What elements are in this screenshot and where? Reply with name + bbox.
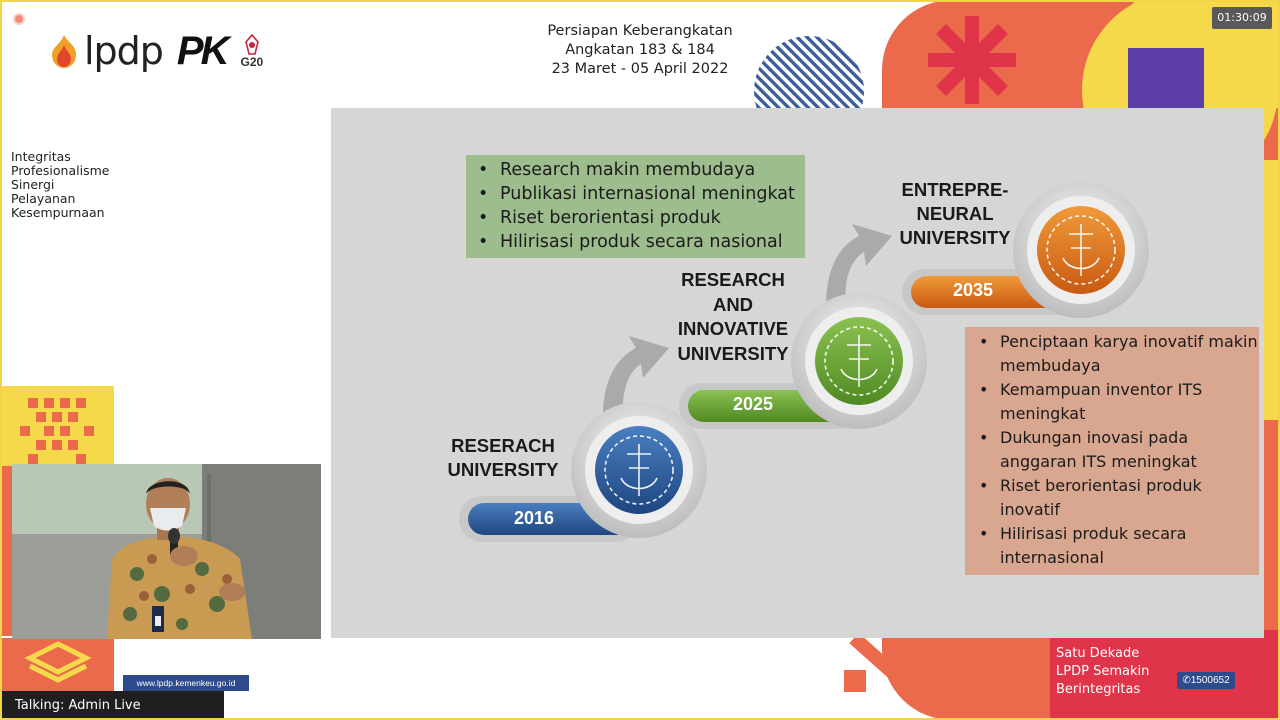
pk-logo: PK (176, 28, 230, 73)
lpdp-logo: lpdp (48, 29, 164, 73)
core-value-item: Sinergi (11, 177, 55, 192)
stage-year-2035: 2035 (953, 280, 994, 300)
event-title: Persiapan Keberangkatan Angkatan 183 & 1… (520, 22, 760, 79)
stage-label-entrepreneurial-university: ENTREPRE- NEURAL UNIVERSITY (887, 178, 1023, 250)
elapsed-timer: 01:30:09 (1212, 7, 1272, 29)
decorative-bottom-chevron (844, 638, 976, 698)
phone-contact-badge[interactable]: ✆1500652 (1177, 672, 1235, 689)
stage-label-line: NEURAL (916, 203, 994, 224)
stage-label-line: RESERACH (451, 435, 555, 456)
dekade-tagline: Satu Dekade LPDP Semakin Berintegritas (1056, 645, 1149, 699)
list-item: Dukungan inovasi pada anggaran ITS menin… (975, 426, 1259, 474)
g20-emblem-icon (244, 34, 259, 55)
phone-number: 1500652 (1190, 675, 1230, 686)
green-goals-box: Research makin membudaya Publikasi inter… (466, 155, 805, 258)
stage-label-line: AND (712, 293, 754, 315)
header-logos: lpdp PK G20 (48, 24, 263, 78)
talking-indicator: Talking: Admin Live (0, 691, 224, 720)
red-goals-box: Penciptaan karya inovatif makin membuday… (965, 327, 1259, 575)
decorative-left-yellow-block (2, 386, 114, 466)
core-value-item: Integritas (11, 149, 71, 164)
stage-label-line: UNIVERSITY (447, 459, 559, 480)
event-title-line: 23 Maret - 05 April 2022 (551, 61, 729, 77)
stage-label-line: UNIVERSITY (899, 227, 1011, 248)
dekade-tagline-line: Satu Dekade (1056, 646, 1140, 661)
record-indicator-icon (13, 13, 25, 25)
speaker-video-feed[interactable] (12, 464, 321, 639)
lpdp-flame-icon (52, 35, 76, 68)
list-item: Hilirisasi produk secara nasional (474, 230, 805, 254)
event-title-line: Angkatan 183 & 184 (565, 42, 715, 58)
phone-icon: ✆ (1182, 675, 1191, 686)
shared-presentation-slide: Research makin membudaya Publikasi inter… (331, 108, 1264, 638)
list-item: Penciptaan karya inovatif makin membuday… (975, 330, 1259, 378)
stage-label-line: INNOVATIVE (677, 318, 789, 339)
lpdp-logo-text: lpdp (84, 29, 164, 73)
decorative-bottom-left-block (2, 638, 114, 691)
stage-label-line: ENTREPRE- (901, 179, 1009, 200)
g20-logo: G20 (240, 34, 264, 69)
stage-label-line: UNIVERSITY (677, 342, 789, 364)
core-value-item: Pelayanan (11, 191, 76, 206)
g20-logo-text: G20 (240, 55, 264, 69)
striped-circle-decoration (754, 36, 864, 110)
speaker-video-image (12, 464, 321, 639)
stage-year-2016: 2016 (514, 508, 555, 528)
dekade-tagline-line: LPDP Semakin (1056, 664, 1150, 679)
decorative-left-red-strip (2, 466, 14, 636)
list-item: Riset berorientasi produk (474, 206, 805, 230)
core-values-list: Integritas Profesionalisme Sinergi Pelay… (11, 150, 109, 220)
list-item: Kemampuan inventor ITS meningkat (975, 378, 1259, 426)
stage-label-line: RESEARCH (681, 269, 785, 290)
stage-label-research-university: RESERACH UNIVERSITY (435, 434, 571, 482)
dekade-tagline-line: Berintegritas (1056, 682, 1141, 697)
core-value-item: Profesionalisme (11, 163, 110, 178)
core-value-item: Kesempurnaan (11, 205, 105, 220)
list-item: Publikasi internasional meningkat (474, 182, 805, 206)
website-url-badge[interactable]: www.lpdp.kemenkeu.go.id (123, 675, 249, 691)
list-item: Research makin membudaya (474, 158, 805, 182)
event-title-line: Persiapan Keberangkatan (547, 23, 733, 39)
list-item: Riset berorientasi produk inovatif (975, 474, 1259, 522)
stage-year-2025: 2025 (733, 394, 774, 414)
stage-label-innovative-university: RESEARCH AND INNOVATIVE UNIVERSITY (663, 268, 803, 366)
list-item: Hilirisasi produk secara internasional (975, 522, 1259, 570)
roadmap-graphic (459, 182, 1149, 542)
